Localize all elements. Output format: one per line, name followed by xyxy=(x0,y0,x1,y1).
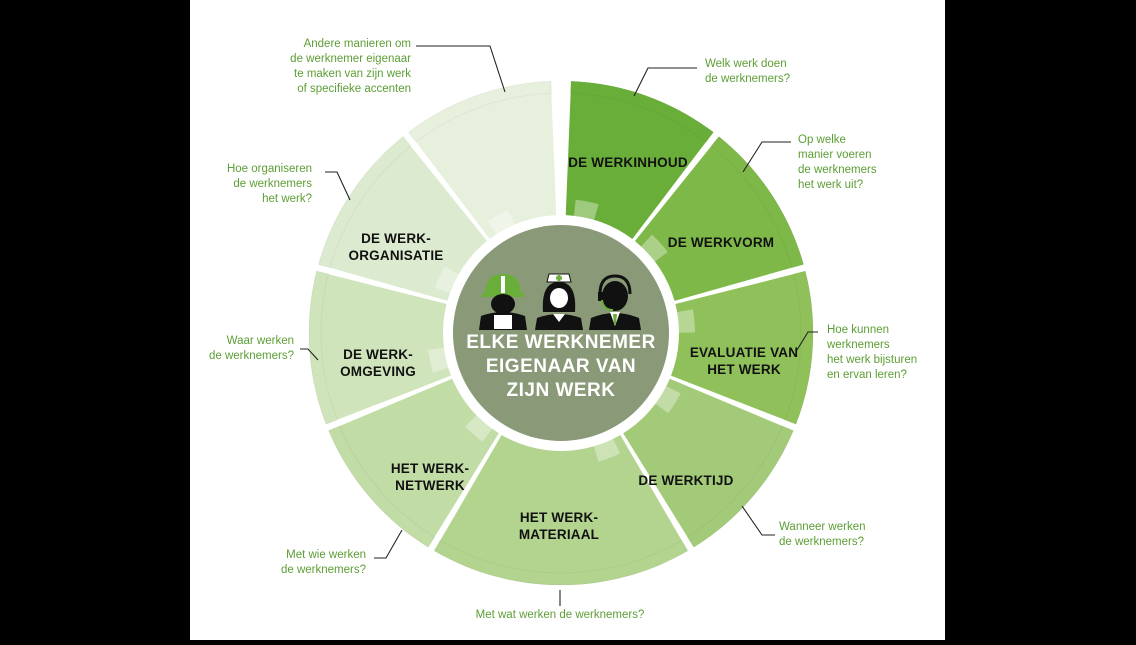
question-materiaal: Met wat werken de werknemers? xyxy=(476,609,645,621)
leader-line-werktijd xyxy=(741,505,775,536)
center-title-line-1: ELKE WERKNEMER xyxy=(466,332,656,353)
segment-omgeving xyxy=(309,271,451,425)
leader-line-werkvorm xyxy=(742,141,791,173)
question-organisatie: het werk? xyxy=(262,193,312,205)
leader-line-netwerk xyxy=(374,529,403,559)
segment-band-netwerk xyxy=(328,425,436,548)
segment-notch-werkvorm xyxy=(641,234,668,262)
question-omgeving: de werknemers? xyxy=(209,350,294,362)
question-andere: Andere manieren om xyxy=(304,38,411,50)
segment-band-omgeving xyxy=(308,270,338,425)
segment-label-evaluatie: EVALUATIE VAN xyxy=(690,345,798,360)
question-werkinhoud: Welk werk doen xyxy=(705,58,787,70)
segment-band-materiaal xyxy=(433,539,689,586)
segment-materiaal xyxy=(434,434,688,586)
segment-notch-netwerk xyxy=(464,415,492,442)
question-andere: de werknemer eigenaar xyxy=(290,53,411,65)
leader-line-evaluatie xyxy=(796,331,818,351)
question-organisatie: de werknemers xyxy=(233,178,312,190)
segment-label-evaluatie: HET WERK xyxy=(707,362,781,377)
worker-icons xyxy=(479,273,641,330)
segment-notch-werktijd xyxy=(655,386,681,414)
leader-line-werkinhoud xyxy=(633,67,697,97)
center-title-line-2: EIGENAAR VAN xyxy=(486,356,636,377)
segment-label-organisatie: DE WERK- xyxy=(361,231,431,246)
nurse-icon xyxy=(535,273,583,330)
segment-label-werkvorm: DE WERKVORM xyxy=(668,235,774,250)
leader-line-organisatie xyxy=(325,171,351,201)
construction-worker-icon xyxy=(479,274,527,330)
center-hub: ELKE WERKNEMER EIGENAAR VAN ZIJN WERK xyxy=(453,225,669,441)
segment-evaluatie xyxy=(671,271,813,425)
segment-band-werkvorm xyxy=(710,135,805,269)
question-werktijd: de werknemers? xyxy=(779,536,864,548)
question-evaluatie: Hoe kunnen xyxy=(827,324,889,336)
question-evaluatie: werknemers xyxy=(826,339,890,351)
question-werktijd: Wanneer werken xyxy=(779,521,866,533)
question-netwerk: de werknemers? xyxy=(281,564,366,576)
question-evaluatie: het werk bijsturen xyxy=(827,354,917,366)
center-title-line-3: ZIJN WERK xyxy=(507,380,616,401)
segment-notch-materiaal xyxy=(593,438,621,462)
segment-label-werkinhoud: DE WERKINHOUD xyxy=(568,155,688,170)
question-werkvorm: manier voeren xyxy=(798,149,872,161)
question-evaluatie: en ervan leren? xyxy=(827,369,907,381)
question-werkinhoud: de werknemers? xyxy=(705,73,790,85)
question-werkvorm: Op welke xyxy=(798,134,846,146)
question-andere: te maken van zijn werk xyxy=(294,68,411,80)
question-werkvorm: het werk uit? xyxy=(798,179,863,191)
segment-label-omgeving: DE WERK- xyxy=(343,347,413,362)
segment-ring xyxy=(308,80,814,586)
segment-netwerk xyxy=(328,378,499,548)
question-organisatie: Hoe organiseren xyxy=(227,163,312,175)
segment-questions: Welk werk doen de werknemers? Op welke mani… xyxy=(209,38,917,621)
leader-line-omgeving xyxy=(300,348,319,361)
segment-label-materiaal: MATERIAAL xyxy=(519,527,599,542)
segment-band-organisatie xyxy=(317,135,412,269)
segment-notch-evaluatie xyxy=(677,309,695,333)
segment-labels: DE WERKINHOUD DE WERKVORM EVALUATIE VAN HET… xyxy=(340,155,798,542)
leader-line-andere xyxy=(416,45,506,93)
segment-label-omgeving: OMGEVING xyxy=(340,364,416,379)
segment-notch-andere xyxy=(487,209,515,235)
segment-label-materiaal: HET WERK- xyxy=(520,510,598,525)
question-leaders xyxy=(300,45,818,606)
segment-notch-werkinhoud xyxy=(573,199,599,220)
segment-notch-organisatie xyxy=(434,266,459,294)
question-omgeving: Waar werken xyxy=(227,335,294,347)
segment-label-werktijd: DE WERKTIJD xyxy=(638,473,733,488)
question-andere: of specifieke accenten xyxy=(297,83,411,95)
call-center-agent-icon xyxy=(589,274,641,330)
question-werkvorm: de werknemers xyxy=(798,164,877,176)
segment-werkvorm xyxy=(634,136,804,301)
segment-label-netwerk: NETWERK xyxy=(395,478,465,493)
segment-label-netwerk: HET WERK- xyxy=(391,461,469,476)
segment-organisatie xyxy=(318,136,488,301)
question-netwerk: Met wie werken xyxy=(286,549,366,561)
segment-band-werktijd xyxy=(686,425,794,548)
segment-band-werkinhoud xyxy=(570,80,715,143)
segment-werktijd xyxy=(623,378,794,548)
segment-label-organisatie: ORGANISATIE xyxy=(349,248,444,263)
segment-band-evaluatie xyxy=(784,270,814,425)
segment-band-andere xyxy=(407,80,552,143)
segment-notch-omgeving xyxy=(428,347,449,373)
